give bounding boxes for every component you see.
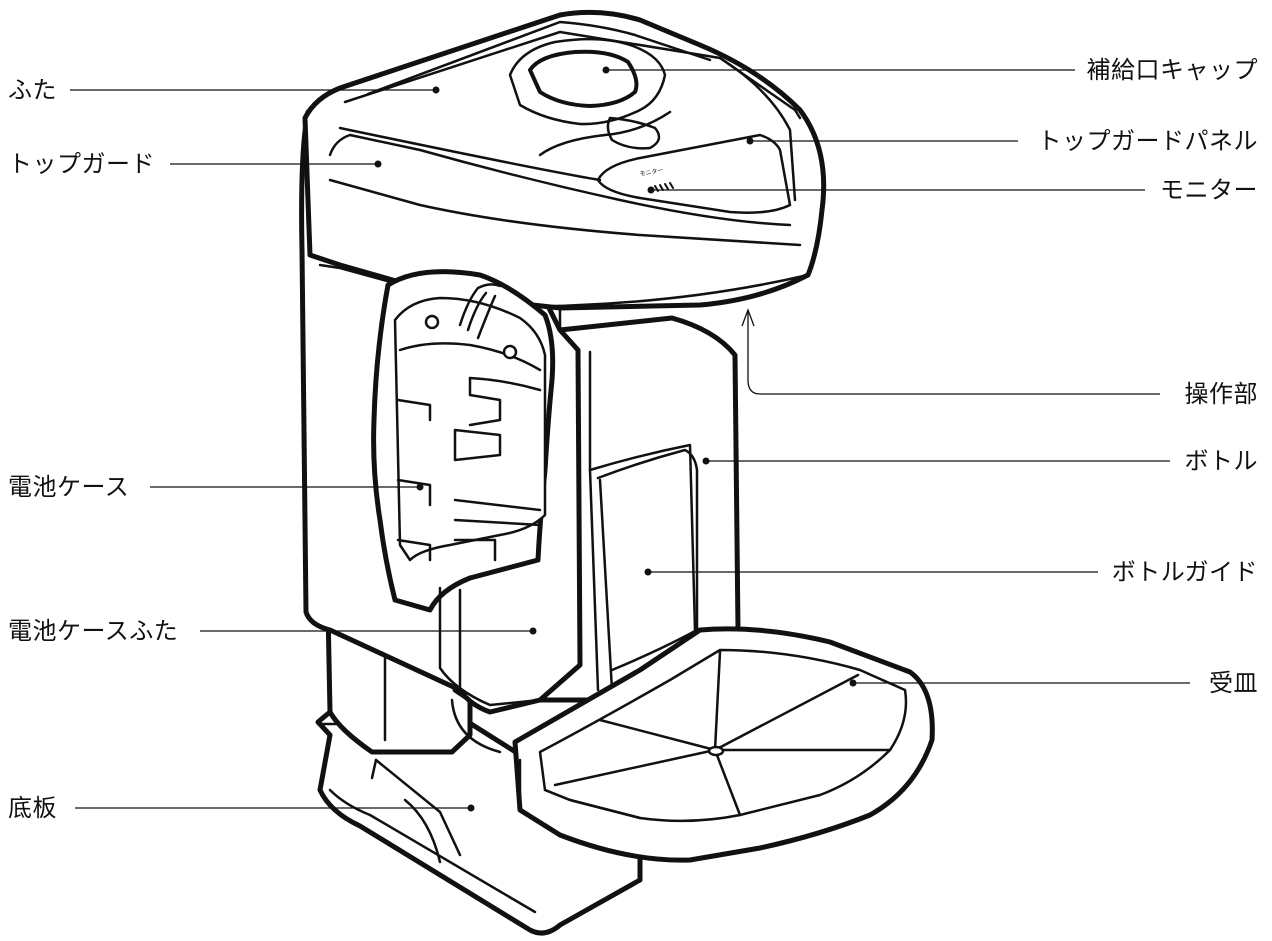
leader-dot-futa (432, 86, 440, 94)
label-battery-case: 電池ケース (8, 473, 130, 501)
leader-lines (70, 66, 1190, 812)
leader-operation-part (747, 312, 1160, 395)
top-head-shape (302, 9, 827, 311)
leader-dot-battery-case-lid (529, 627, 537, 635)
leader-dot-top-guard-panel (746, 137, 754, 145)
label-top-guard: トップガード (8, 150, 155, 178)
leader-arrowhead-operation-part (741, 308, 755, 327)
battery-case-shape (371, 269, 556, 613)
label-bottle-guide: ボトルガイド (1111, 558, 1258, 586)
battery-case-lid-shape (438, 586, 542, 707)
leader-dot-monitor (647, 186, 655, 194)
bottle-guide-shape (596, 448, 699, 672)
label-drip-tray: 受皿 (1209, 669, 1258, 697)
label-top-guard-panel: トップガードパネル (1037, 127, 1258, 155)
leader-dot-battery-case (416, 483, 424, 491)
leader-dot-base-plate (467, 804, 475, 812)
label-refill-cap: 補給口キャップ (1086, 56, 1258, 84)
label-base-plate: 底板 (8, 794, 57, 822)
drip-tray-shape (512, 626, 935, 863)
leader-dot-drip-tray (849, 679, 857, 687)
leader-dot-bottle-guide (644, 568, 652, 576)
label-battery-case-lid: 電池ケースふた (8, 617, 179, 645)
leader-dot-bottle (702, 457, 710, 465)
refill-cap-shape (508, 37, 667, 150)
label-futa: ふた (8, 76, 57, 104)
bottle-shape (537, 315, 741, 703)
label-bottle: ボトル (1184, 447, 1258, 475)
leader-dot-refill-cap (602, 66, 610, 74)
label-monitor: モニター (1160, 176, 1258, 204)
label-operation-part: 操作部 (1184, 380, 1258, 408)
leader-dot-top-guard (374, 160, 382, 168)
